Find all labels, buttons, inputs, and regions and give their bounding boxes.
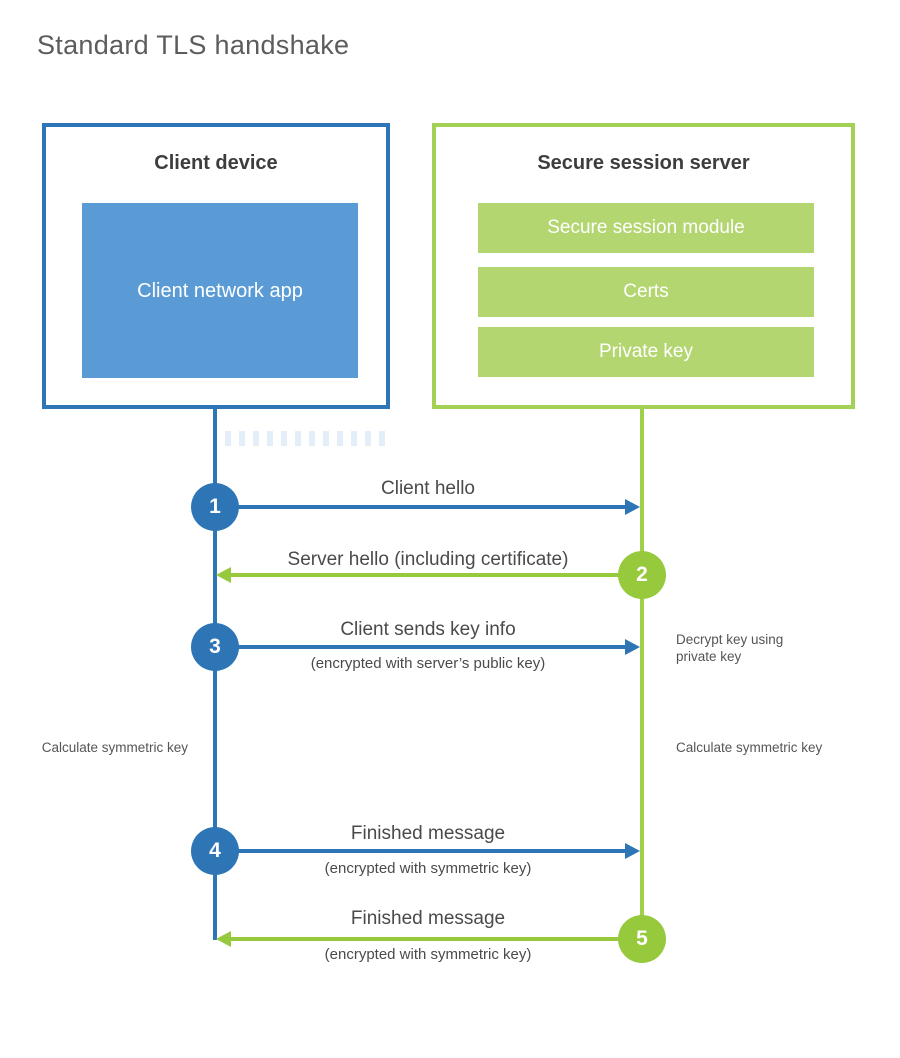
page-title: Standard TLS handshake [37,30,350,60]
arrowhead-left-icon [216,567,231,583]
label-server-hello: Server hello (including certificate) [287,549,569,570]
step-circle-5: 5 [618,915,666,963]
arrowhead-right-icon [625,843,640,859]
note-decrypt-key: Decrypt key using private key [676,632,784,664]
arrow-client-key-info [215,645,627,649]
step-circle-1: 1 [191,483,239,531]
arrow-server-hello [230,573,642,577]
arrowhead-right-icon [625,639,640,655]
label-finished-client: Finished message [350,823,506,844]
label-client-key-info: Client sends key info [340,619,516,640]
client-device-heading: Client device [154,152,278,174]
step-circle-3: 3 [191,623,239,671]
certs-block: Certs [478,267,814,317]
client-device-box: Client device Client network app [42,123,390,409]
step-circle-4: 4 [191,827,239,875]
private-key-block: Private key [478,327,814,377]
label-client-hello: Client hello [381,478,475,499]
note-calc-symmetric-key-client: Calculate symmetric key [41,740,188,755]
client-network-app-block: Client network app [82,203,358,378]
sublabel-client-key-info: (encrypted with server’s public key) [310,655,546,672]
arrowhead-left-icon [216,931,231,947]
sublabel-finished-server: (encrypted with symmetric key) [324,946,532,963]
secure-session-server-box: Secure session server Secure session mod… [432,123,855,409]
server-lifeline [640,409,644,917]
arrow-finished-client [215,849,627,853]
note-calc-symmetric-key-server: Calculate symmetric key [676,740,823,755]
secure-session-server-heading: Secure session server [537,152,750,174]
step-circle-2: 2 [618,551,666,599]
arrow-finished-server [230,937,642,941]
arrow-client-hello [215,505,627,509]
client-lifeline [213,409,217,940]
sublabel-finished-client: (encrypted with symmetric key) [324,860,532,877]
arrowhead-right-icon [625,499,640,515]
secure-session-module-block: Secure session module [478,203,814,253]
faint-dashes-decoration [225,431,387,446]
label-finished-server: Finished message [350,908,506,929]
